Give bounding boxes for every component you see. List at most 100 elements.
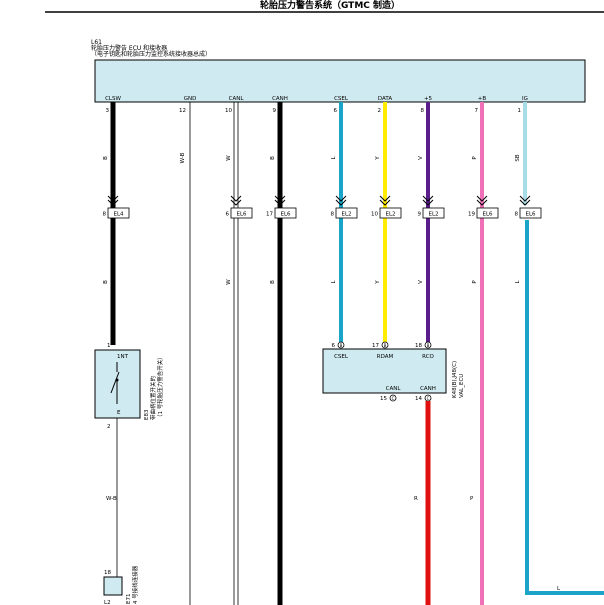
switch-blade xyxy=(110,371,120,394)
connector-pin: 8 xyxy=(331,212,335,218)
wire-code-upper: V xyxy=(418,156,424,160)
receiver-ref-2: VAL_ECU xyxy=(459,374,465,398)
ecu-ref: L61 xyxy=(91,39,102,46)
ecu-subtitle: （电子钥匙和轮胎压力监控系统接收器总成） xyxy=(91,50,211,58)
ecu-name: 轮胎压力警告 ECU 和接收器 xyxy=(91,44,167,52)
switch-name-1: 带曲柄位置开关的 xyxy=(149,375,157,420)
connector-box xyxy=(230,207,253,219)
connector-box xyxy=(379,207,402,219)
wire-code-upper: Y xyxy=(375,156,381,161)
ecu-pin-label: IG xyxy=(522,96,528,102)
connector-box xyxy=(107,207,130,219)
wire-code-upper: B xyxy=(103,156,109,160)
connector-code: EL6 xyxy=(525,212,536,218)
connector-chevron xyxy=(230,195,242,206)
wire-cyan-out xyxy=(525,220,604,595)
receiver-pin-canl-num: 15 xyxy=(380,396,387,402)
connector-pin: 8 xyxy=(515,212,519,218)
ecu-pin-label: DATA xyxy=(378,96,392,102)
connector-code: EL6 xyxy=(482,212,493,218)
switch-name-2: （1 号轮胎压力警告开关） xyxy=(156,354,164,420)
ecu-pin-label: CANL xyxy=(229,96,245,102)
ecu-pin-number: 8 xyxy=(421,108,425,114)
ecu-pin-label: CLSW xyxy=(105,96,121,102)
switch-pin-top: 1 xyxy=(107,343,111,349)
connector-chevron xyxy=(519,195,531,206)
receiver-canl: CANL xyxy=(386,386,402,392)
code-cyan-out: L xyxy=(557,586,561,592)
svg-text:C: C xyxy=(392,396,395,401)
svg-text:B: B xyxy=(384,343,387,348)
ecu-pin-number: 9 xyxy=(273,108,277,114)
ecu-pin-label: +B xyxy=(478,96,487,102)
junction-ref: E71 xyxy=(126,594,132,604)
connector-box xyxy=(335,207,358,219)
switch-label: 1NT xyxy=(117,354,129,360)
receiver-rdam: RDAM xyxy=(377,354,394,360)
junction-connector-box xyxy=(103,576,123,596)
connector-chevron xyxy=(335,195,347,206)
ecu-pin-number: 10 xyxy=(225,108,232,114)
wire-code-upper: L xyxy=(331,156,337,160)
switch-terminal: E xyxy=(117,410,121,416)
wire-code-lower: L xyxy=(515,280,521,284)
connector-box xyxy=(274,207,297,219)
wire-code-lower: W xyxy=(226,279,232,285)
receiver-pin-rdam-num: 17 xyxy=(372,343,379,349)
receiver-box xyxy=(322,348,447,394)
receiver-rco: RCO xyxy=(422,354,434,360)
ecu-pin-number: 7 xyxy=(475,108,479,114)
ecu-pin-label: CSEL xyxy=(334,96,349,102)
connector-code: EL4 xyxy=(113,212,124,218)
connector-chevron xyxy=(107,195,119,206)
receiver-pin-csel-num: 6 xyxy=(332,343,336,349)
junction-name: 4 号接线连接器 xyxy=(131,565,139,604)
svg-text:B: B xyxy=(340,343,343,348)
ecu-pin-number: 1 xyxy=(518,108,522,114)
wires xyxy=(110,102,527,605)
receiver-pin-rdam xyxy=(381,341,389,349)
wire-code-lower: B xyxy=(103,280,109,284)
ecu-pin-label: +5 xyxy=(424,96,433,102)
switch-pin-bottom: 2 xyxy=(107,424,111,430)
connector-box xyxy=(519,207,542,219)
connector-code: EL2 xyxy=(428,212,438,218)
switch-contact xyxy=(115,378,119,382)
ecu-pin-label: CANH xyxy=(272,96,288,102)
connector-pin: 6 xyxy=(226,212,230,218)
connector-code: EL2 xyxy=(341,212,351,218)
connector-pin: 9 xyxy=(418,212,422,218)
wire-code-lower: B xyxy=(270,280,276,284)
wire-code-upper: SB xyxy=(515,154,521,161)
code-canh-out: R xyxy=(414,496,418,502)
svg-text:C: C xyxy=(427,396,430,401)
wire-code-upper: P xyxy=(472,156,478,160)
connector-chevron xyxy=(274,195,286,206)
wire-code-upper: B xyxy=(270,156,276,160)
connector-chevron xyxy=(476,195,488,206)
ecu-pin-number: 3 xyxy=(106,108,110,114)
receiver-csel: CSEL xyxy=(334,354,349,360)
receiver-pin-canl xyxy=(389,394,397,402)
receiver-pin-rco xyxy=(424,341,432,349)
connector-box xyxy=(422,207,445,219)
switch-ref: E83 xyxy=(144,409,150,420)
code-pink-out: P xyxy=(470,496,474,502)
wire-code-lower: Y xyxy=(375,280,381,285)
receiver-ref-1: K48(B),J48(C) xyxy=(452,361,458,398)
connector-pin: 10 xyxy=(371,212,378,218)
wire-code-upper: W-B xyxy=(180,152,186,163)
connector-pin: 19 xyxy=(468,212,475,218)
receiver-pin-csel xyxy=(337,341,345,349)
wire-code-lower: P xyxy=(472,280,478,284)
connector-pin: 8 xyxy=(103,212,107,218)
ecu-pin-number: 12 xyxy=(179,108,186,114)
connector-code: EL2 xyxy=(385,212,395,218)
ecu-box xyxy=(94,59,586,103)
page-title: 轮胎压力警告系统（GTMC 制造） xyxy=(260,0,400,11)
ecu-pin-number: 6 xyxy=(334,108,338,114)
